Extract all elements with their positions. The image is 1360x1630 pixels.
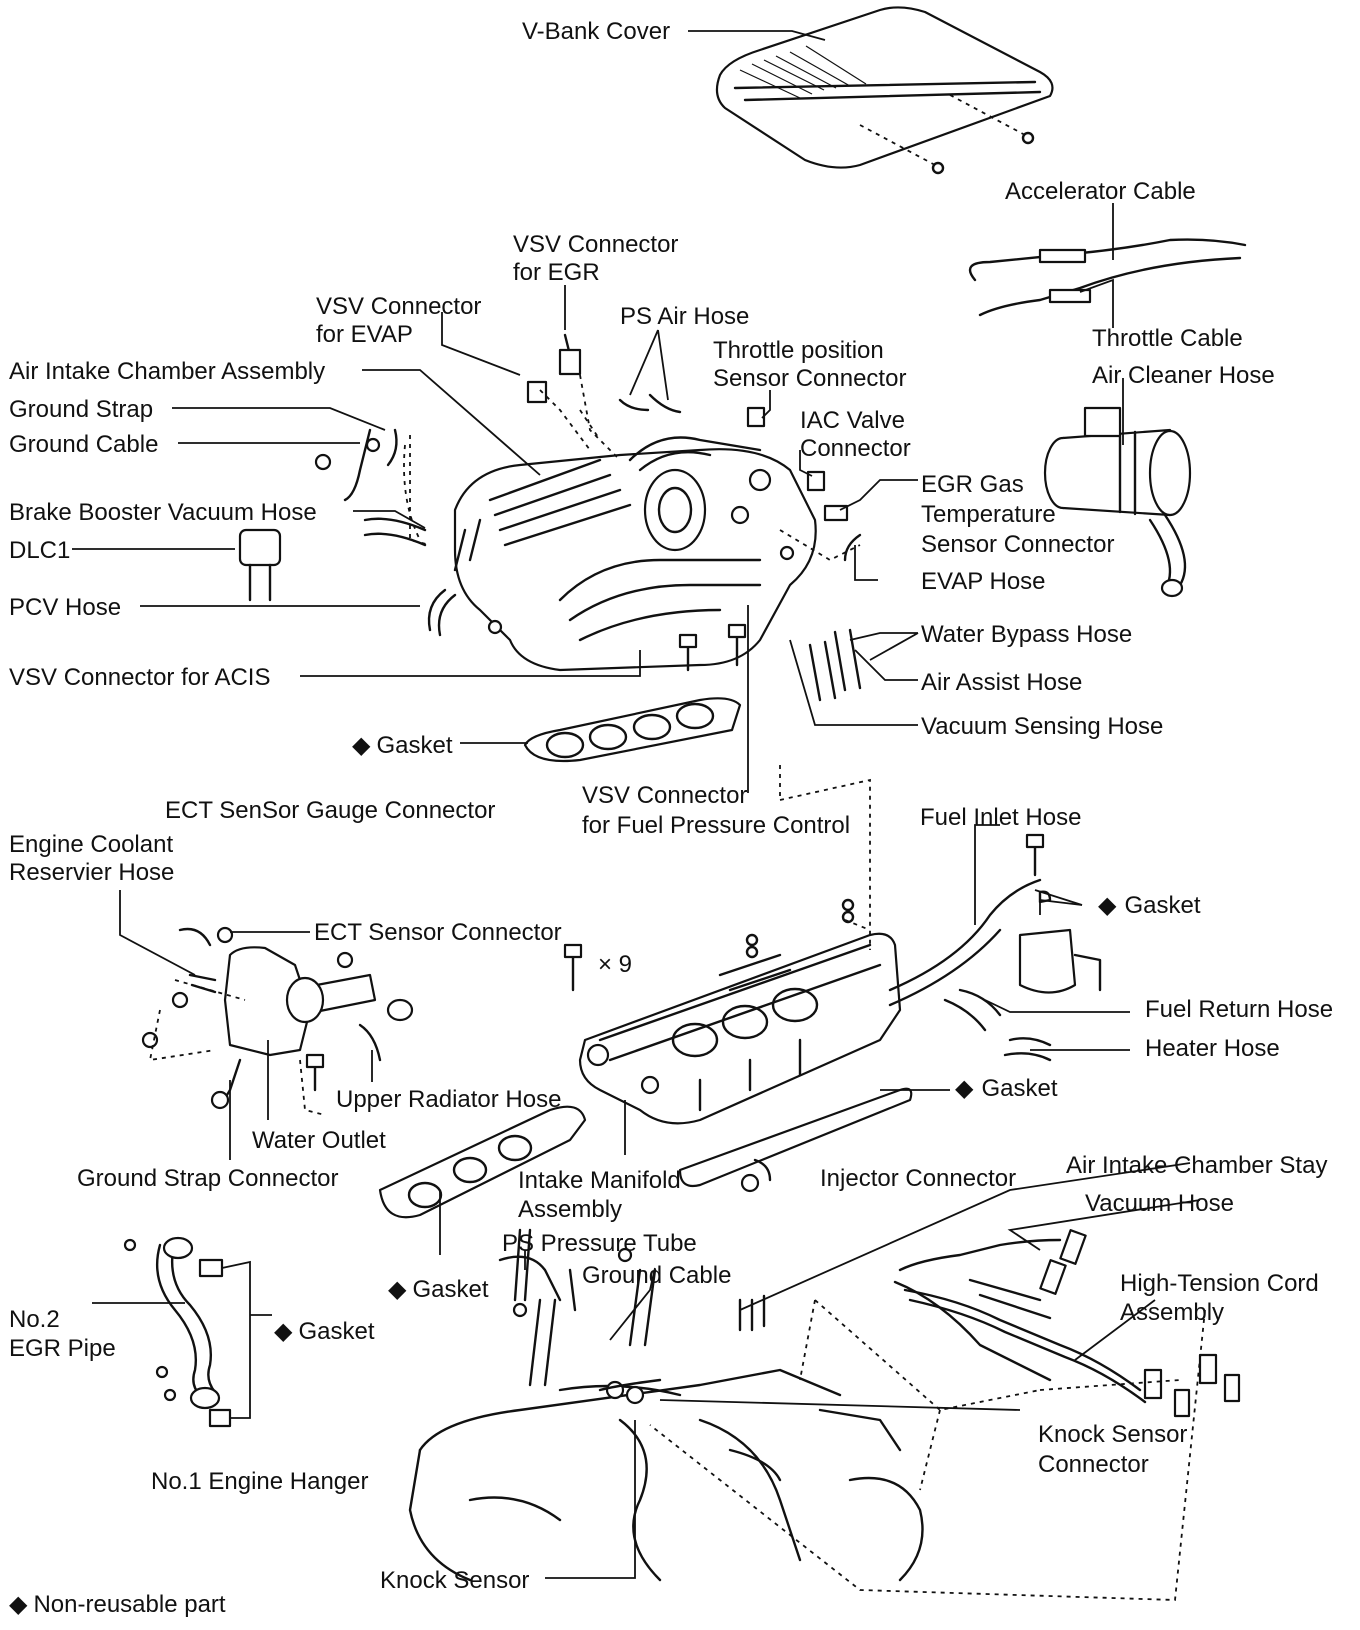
label-gasket-lower: ◆Gasket (388, 1276, 489, 1303)
label-dlc1: DLC1 (9, 537, 70, 564)
air-intake-chamber-drawing (453, 436, 817, 672)
label-ground-strap-connector: Ground Strap Connector (77, 1165, 338, 1192)
label-coolant-reservoir-line1: Engine Coolant (9, 831, 173, 858)
label-tps-line2: Sensor Connector (713, 365, 906, 392)
label-intake-manifold-line2: Assembly (518, 1196, 622, 1223)
label-iac-line1: IAC Valve (800, 407, 905, 434)
manifold-gasket-drawings (378, 1087, 913, 1219)
label-brake-booster-hose: Brake Booster Vacuum Hose (9, 499, 317, 526)
label-heater-hose: Heater Hose (1145, 1035, 1280, 1062)
intake-manifold-drawing (578, 878, 1102, 1125)
label-egr-temp-line3: Sensor Connector (921, 531, 1114, 558)
high-tension-cord-drawing (893, 1229, 1241, 1418)
label-gasket-upper: ◆Gasket (352, 732, 453, 759)
label-intake-manifold-line1: Intake Manifold (518, 1167, 681, 1194)
air-cleaner-hose-drawing (1043, 406, 1192, 598)
label-vsv-evap-line1: VSV Connector (316, 293, 481, 320)
label-air-intake-chamber: Air Intake Chamber Assembly (9, 358, 325, 385)
non-reusable-diamond-icon: ◆ (9, 1591, 28, 1618)
label-throttle-cable: Throttle Cable (1092, 325, 1243, 352)
part-labels: V-Bank Cover Accelerator Cable Throttle … (9, 18, 1333, 1618)
label-ground-strap-top: Ground Strap (9, 396, 153, 423)
label-tps-line1: Throttle position (713, 337, 884, 364)
label-ground-cable-top: Ground Cable (9, 431, 158, 458)
non-reusable-diamond-icon: ◆ (955, 1075, 974, 1102)
label-vsv-acis: VSV Connector for ACIS (9, 664, 270, 691)
label-vsv-egr-line2: for EGR (513, 259, 600, 286)
label-knock-connector-line1: Knock Sensor (1038, 1421, 1187, 1448)
label-high-tension-line2: Assembly (1120, 1299, 1224, 1326)
label-vsv-evap-line2: for EVAP (316, 321, 413, 348)
label-accelerator-cable: Accelerator Cable (1005, 178, 1196, 205)
label-egr-pipe-line2: EGR Pipe (9, 1335, 116, 1362)
label-air-assist-hose: Air Assist Hose (921, 669, 1082, 696)
label-vsv-fuel-line1: VSV Connector (582, 782, 747, 809)
label-air-intake-chamber-stay: Air Intake Chamber Stay (1066, 1152, 1327, 1179)
label-vacuum-sensing-hose: Vacuum Sensing Hose (921, 713, 1163, 740)
label-vsv-fuel-line2: for Fuel Pressure Control (582, 812, 850, 839)
label-knock-sensor: Knock Sensor (380, 1567, 529, 1594)
label-ps-pressure-tube: PS Pressure Tube (502, 1230, 697, 1257)
label-knock-connector-line2: Connector (1038, 1451, 1149, 1478)
label-v-bank-cover: V-Bank Cover (522, 18, 670, 45)
water-outlet-drawing (141, 926, 414, 1110)
label-egr-pipe-line1: No.2 (9, 1306, 60, 1333)
egr-pipe-drawing (123, 1236, 232, 1428)
label-water-outlet: Water Outlet (252, 1127, 386, 1154)
non-reusable-diamond-icon: ◆ (274, 1318, 293, 1345)
label-pcv-hose: PCV Hose (9, 594, 121, 621)
upper-gasket-drawing (523, 697, 742, 763)
engine-block-drawing (408, 1228, 924, 1582)
label-ect-sensor-connector: ECT Sensor Connector (314, 919, 562, 946)
label-ps-air-hose: PS Air Hose (620, 303, 749, 330)
label-upper-radiator-hose: Upper Radiator Hose (336, 1086, 561, 1113)
label-fuel-return-hose: Fuel Return Hose (1145, 996, 1333, 1023)
label-vacuum-hose: Vacuum Hose (1085, 1190, 1234, 1217)
label-vsv-egr-line1: VSV Connector (513, 231, 678, 258)
label-air-cleaner-hose: Air Cleaner Hose (1092, 362, 1275, 389)
label-gasket-mid: ◆Gasket (955, 1075, 1058, 1102)
label-engine-hanger: No.1 Engine Hanger (151, 1468, 368, 1495)
non-reusable-diamond-icon: ◆ (388, 1276, 407, 1303)
label-water-bypass-hose: Water Bypass Hose (921, 621, 1132, 648)
label-injector-connector: Injector Connector (820, 1165, 1016, 1192)
label-gasket-egr: ◆Gasket (274, 1318, 375, 1345)
label-ground-cable-lower: Ground Cable (582, 1262, 731, 1289)
non-reusable-diamond-icon: ◆ (1098, 892, 1117, 919)
label-gasket-fuel: ◆Gasket (1098, 892, 1201, 919)
v-bank-cover-drawing (715, 6, 1054, 175)
leader-lines (72, 30, 1201, 1579)
label-coolant-reservoir-line2: Reservier Hose (9, 859, 174, 886)
non-reusable-diamond-icon: ◆ (352, 732, 371, 759)
label-iac-line2: Connector (800, 435, 911, 462)
label-ect-gauge-connector: ECT SenSor Gauge Connector (165, 797, 495, 824)
label-fuel-inlet-hose: Fuel Inlet Hose (920, 804, 1081, 831)
dashed-guides (148, 374, 1206, 1601)
label-bolt-count: × 9 (598, 951, 632, 978)
accelerator-cable-drawing (968, 238, 1247, 317)
label-high-tension-line1: High-Tension Cord (1120, 1270, 1319, 1297)
label-egr-temp-line2: Temperature (921, 501, 1056, 528)
label-egr-temp-line1: EGR Gas (921, 471, 1024, 498)
legend-non-reusable: ◆Non-reusable part (9, 1591, 226, 1618)
upper-small-parts (238, 333, 862, 702)
label-evap-hose: EVAP Hose (921, 568, 1046, 595)
